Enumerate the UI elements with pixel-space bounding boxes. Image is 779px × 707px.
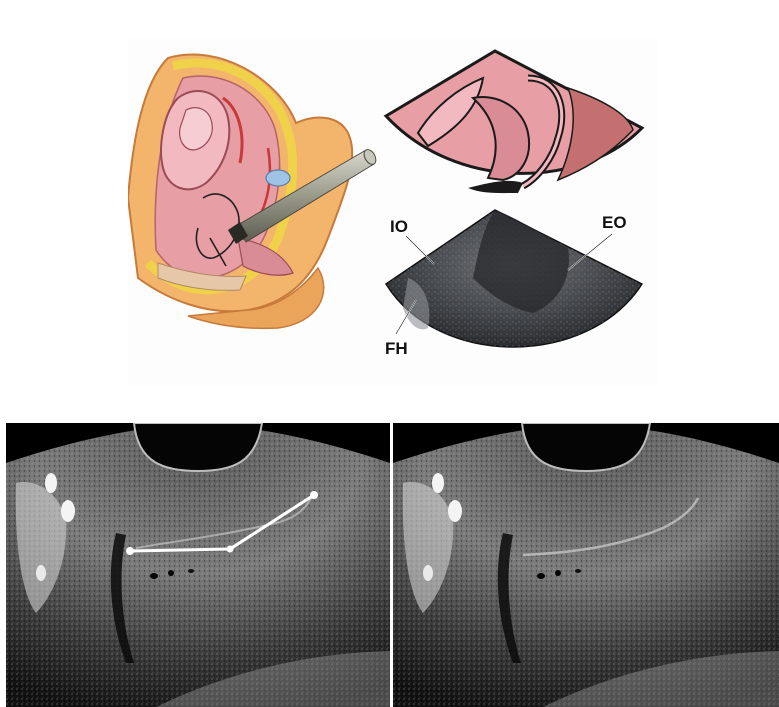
ultrasound-image-measured (6, 423, 390, 707)
caliper-point-middle (227, 546, 234, 553)
caliper-point-end (310, 491, 318, 499)
pelvis-sagittal-drawing (128, 54, 378, 328)
label-fetal-head: FH (385, 339, 408, 358)
caliper-point-start (126, 547, 134, 555)
label-external-os: EO (602, 213, 627, 232)
ultrasound-image-plain (393, 423, 779, 707)
label-internal-os: IO (390, 217, 408, 236)
anatomical-illustration: IO EO FH (128, 38, 658, 386)
anatomy-sector-drawing (386, 51, 642, 193)
